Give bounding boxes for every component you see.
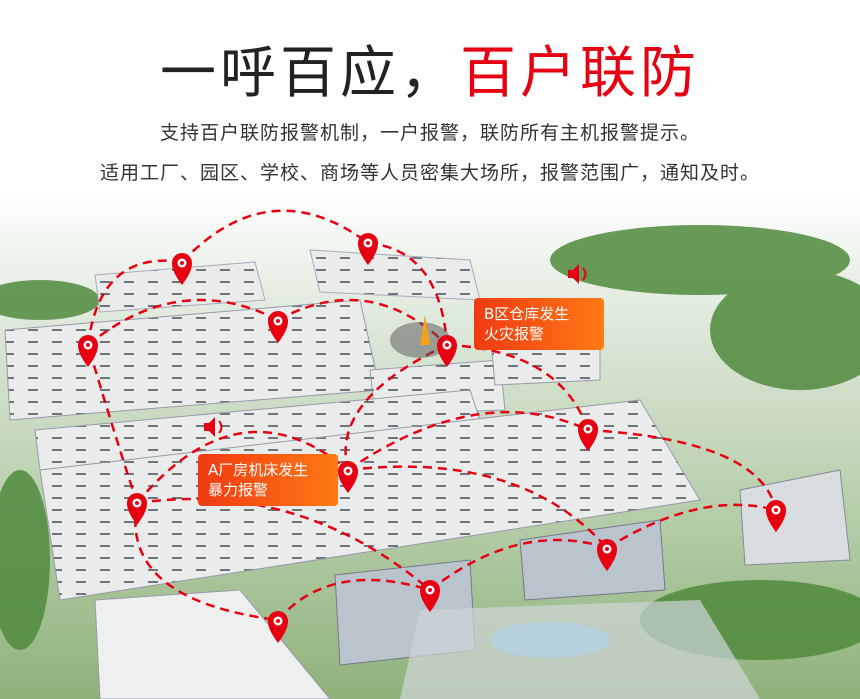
alarm-speaker-icon [204, 264, 587, 437]
title-black: 一呼百应， [160, 41, 460, 106]
callout-b-line1: B区仓库发生 [484, 305, 570, 323]
callout-a-line1: A厂房机床发生 [208, 461, 309, 479]
callout-b-zone-fire: B区仓库发生 火灾报警 [474, 298, 604, 350]
title-red: 百户联防 [460, 41, 700, 106]
page-title: 一呼百应，百户联防 [0, 28, 860, 109]
callout-b-line2: 火灾报警 [484, 325, 545, 343]
subtitle-line-2: 适用工厂、园区、学校、商场等人员密集大场所，报警范围广，通知及时。 [99, 162, 760, 184]
callout-a-line2: 暴力报警 [208, 481, 269, 499]
subtitle-line-1: 支持百户联防报警机制，一户报警，联防所有主机报警提示。 [159, 122, 700, 144]
factory-aerial-illustration [0, 190, 860, 699]
callout-a-plant-violence: A厂房机床发生 暴力报警 [198, 454, 338, 506]
